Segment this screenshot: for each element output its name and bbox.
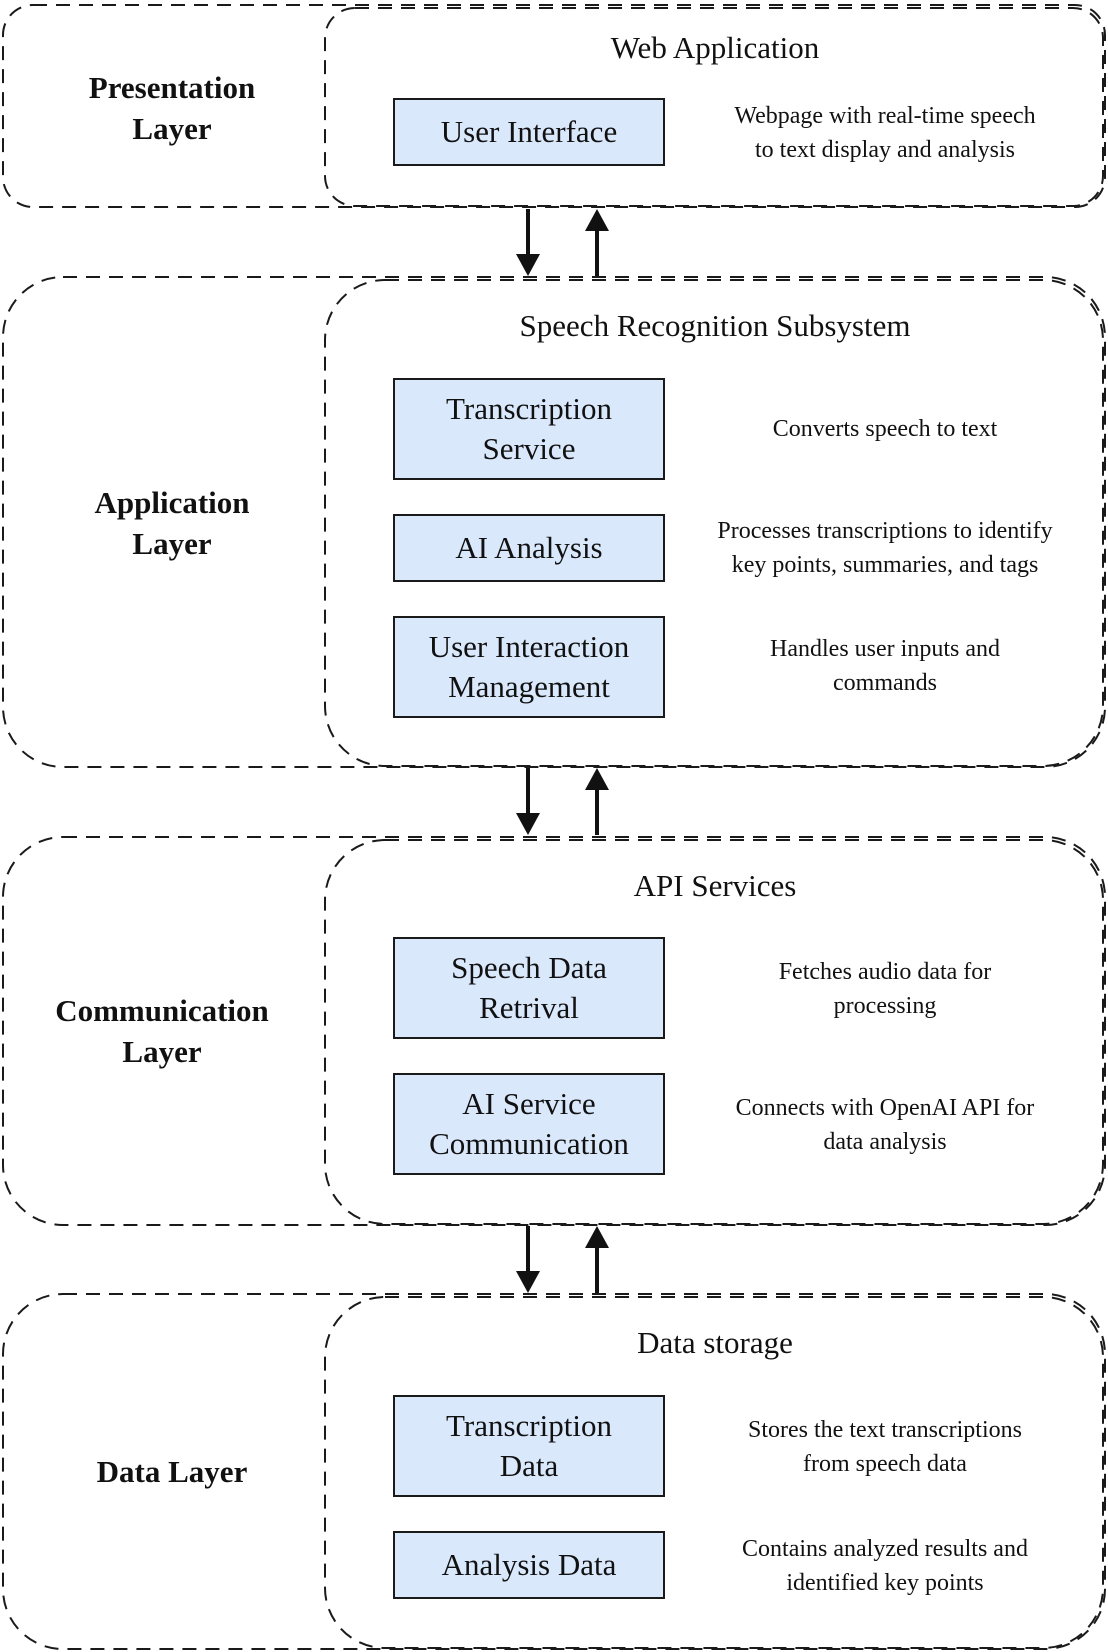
down-arrowhead (516, 1271, 540, 1293)
data-storage-container (324, 1296, 1104, 1649)
component-transcription-service: Transcription Service (393, 378, 665, 480)
presentation-layer-container (2, 4, 1106, 208)
component-user-interface: User Interface (393, 98, 665, 166)
layer-label-communication: Communication Layer (55, 993, 269, 1069)
connector-communication-data (516, 1226, 609, 1293)
component-transcription-data: Transcription Data (393, 1395, 665, 1497)
description-user-interaction-management: Handles user inputs and commands (770, 636, 1000, 696)
section-title-data-storage: Data storage (637, 1325, 793, 1360)
description-transcription-service: Converts speech to text (772, 416, 998, 442)
component-user-interaction-management: User Interaction Management (393, 616, 665, 718)
layer-label-data: Data Layer (96, 1454, 248, 1489)
section-title-web-application: Web Application (610, 30, 820, 65)
connector-presentation-application (516, 209, 609, 276)
description-ai-analysis: Processes transcriptions to identify key… (717, 518, 1053, 578)
layer-label-application: Application Layer (94, 485, 250, 561)
up-arrowhead (585, 1226, 609, 1248)
down-arrowhead (516, 254, 540, 276)
down-arrowhead (516, 813, 540, 835)
section-title-api-services: API Services (633, 868, 797, 903)
up-arrowhead (585, 768, 609, 790)
description-ai-service-communication: Connects with OpenAI API for data analys… (735, 1095, 1035, 1155)
web-application-container (324, 7, 1104, 207)
section-title-speech-recognition: Speech Recognition Subsystem (519, 308, 911, 343)
application-layer-container (2, 276, 1106, 768)
layer-label-presentation: Presentation Layer (88, 70, 256, 146)
connector-application-communication (516, 768, 609, 835)
component-ai-analysis: AI Analysis (393, 514, 665, 582)
api-services-container (324, 839, 1104, 1225)
communication-layer-container (2, 836, 1106, 1226)
component-ai-service-communication: AI Service Communication (393, 1073, 665, 1175)
description-transcription-data: Stores the text transcriptions from spee… (748, 1417, 1022, 1477)
component-analysis-data: Analysis Data (393, 1531, 665, 1599)
up-arrowhead (585, 209, 609, 231)
description-analysis-data: Contains analyzed results and identified… (742, 1536, 1028, 1596)
speech-recognition-container (324, 279, 1104, 767)
description-speech-data-retrival: Fetches audio data for processing (778, 959, 992, 1019)
description-user-interface: Webpage with real-time speech to text di… (734, 103, 1036, 163)
component-speech-data-retrival: Speech Data Retrival (393, 937, 665, 1039)
